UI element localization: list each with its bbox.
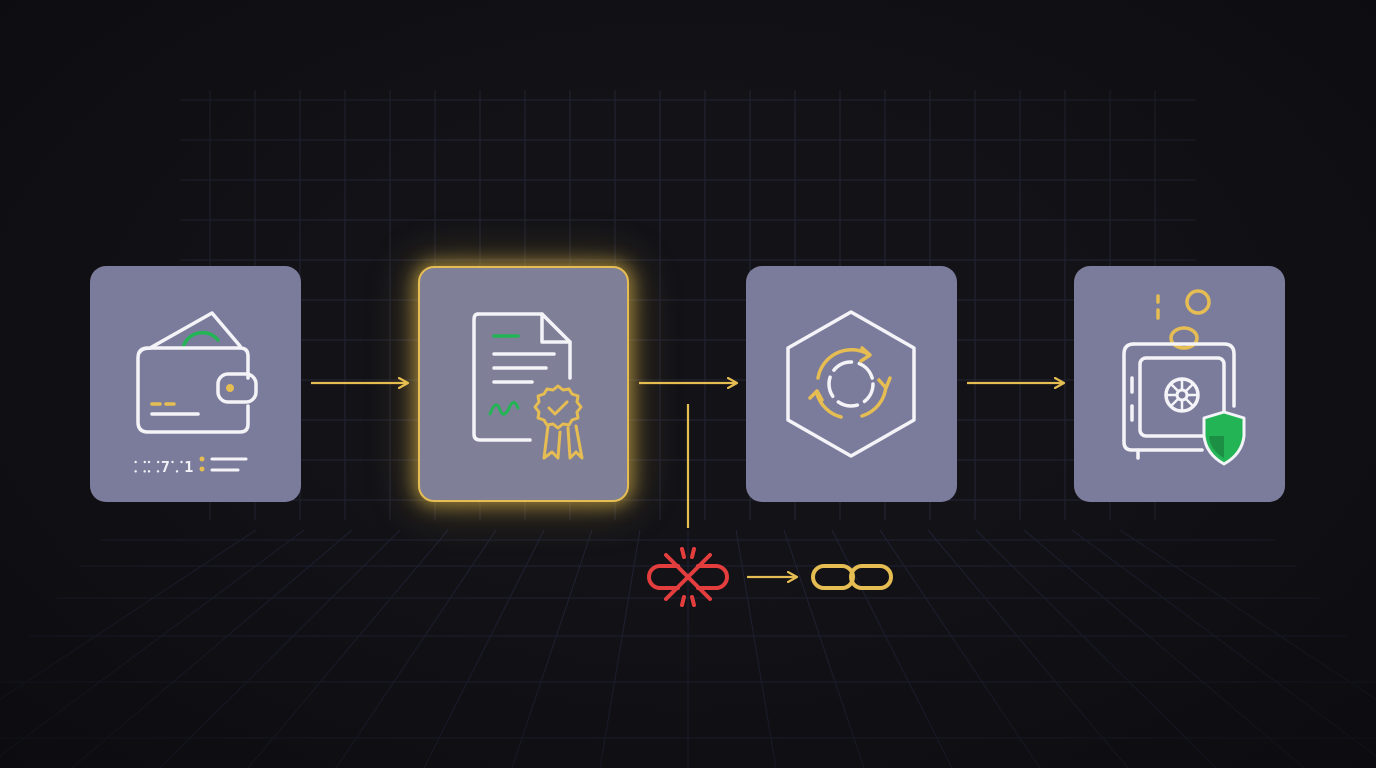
certified-document-icon — [472, 312, 584, 460]
broken-link-icon — [647, 547, 729, 607]
wallet-code-label: ⸬⸬7⸪1 — [134, 458, 195, 476]
hexagon-cycle-icon — [786, 310, 916, 458]
step-card-exchange — [746, 266, 957, 502]
wallet-icon — [136, 311, 258, 472]
step-card-vault — [1074, 266, 1285, 502]
safe-shield-icon — [1122, 289, 1246, 466]
step-card-contract — [418, 266, 629, 502]
step-card-wallet: ⸬⸬7⸪1 — [90, 266, 301, 502]
chain-link-icon — [811, 564, 893, 590]
